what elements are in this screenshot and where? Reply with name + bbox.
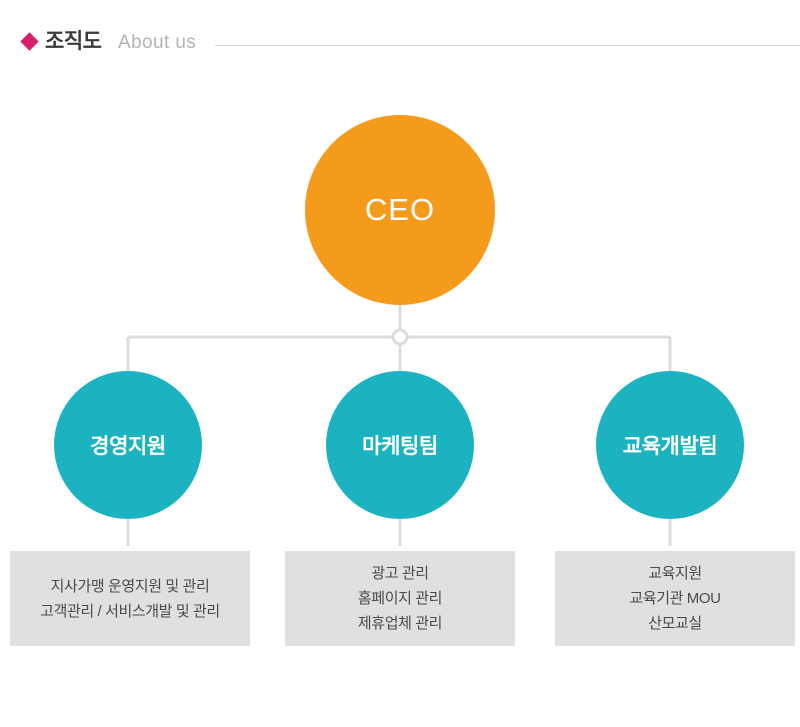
org-node-team-1[interactable]: 마케팅팀 <box>326 371 474 519</box>
org-detail-line: 광고 관리 <box>371 565 429 582</box>
org-node-team-0[interactable]: 경영지원 <box>54 371 202 519</box>
connector-junction-node <box>391 328 409 346</box>
header-divider <box>215 45 800 46</box>
org-detail-box-0: 지사가맹 운영지원 및 관리 고객관리 / 서비스개발 및 관리 <box>10 551 250 646</box>
org-detail-line: 교육기관 MOU <box>629 590 721 607</box>
org-detail-line: 홈페이지 관리 <box>357 590 443 607</box>
page-title: 조직도 <box>45 30 102 53</box>
org-detail-line: 교육지원 <box>648 565 702 582</box>
page-subtitle: About us <box>118 32 197 53</box>
org-detail-box-2: 교육지원 교육기관 MOU 산모교실 <box>555 551 795 646</box>
page-header: 조직도 About us <box>0 0 800 72</box>
org-detail-line: 고객관리 / 서비스개발 및 관리 <box>40 602 220 620</box>
org-detail-line: 산모교실 <box>648 615 702 632</box>
org-detail-box-1: 광고 관리 홈페이지 관리 제휴업체 관리 <box>285 551 515 646</box>
org-detail-line: 제휴업체 관리 <box>357 615 443 632</box>
org-detail-line: 지사가맹 운영지원 및 관리 <box>50 577 210 595</box>
org-node-ceo-label: CEO <box>364 192 436 227</box>
org-node-team-2-label: 교육개발팀 <box>622 435 718 458</box>
org-node-team-0-label: 경영지원 <box>90 435 166 458</box>
org-node-ceo[interactable]: CEO <box>305 115 495 305</box>
org-node-team-1-label: 마케팅팀 <box>362 435 438 458</box>
org-node-team-2[interactable]: 교육개발팀 <box>596 371 744 519</box>
